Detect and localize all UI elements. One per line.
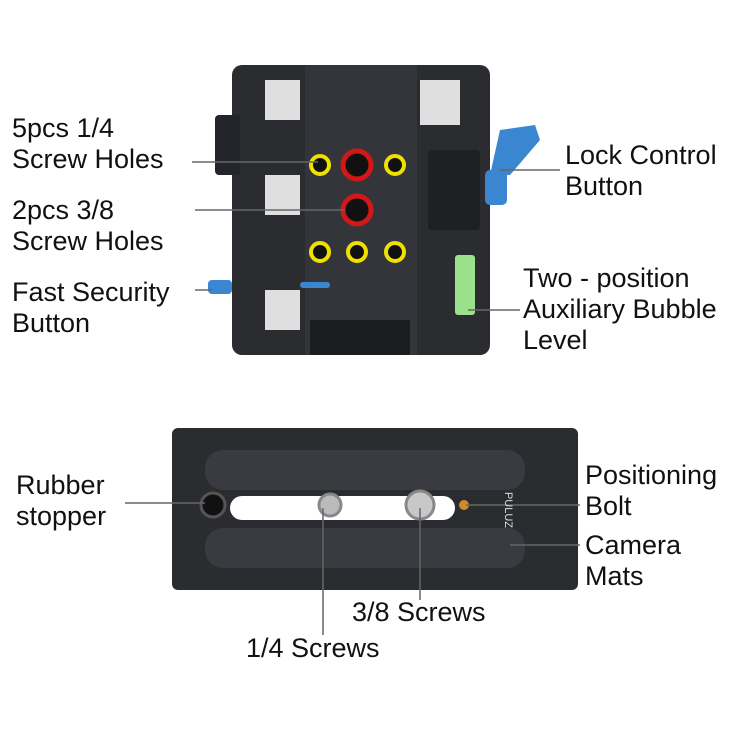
lock-control-knob (490, 125, 540, 175)
label-38-screws: 3/8 Screws (352, 597, 486, 627)
leader-lines (125, 161, 580, 635)
label-14-screws: 1/4 Screws (246, 633, 380, 663)
positioning-bolt (459, 500, 469, 510)
quick-release-clamp (208, 65, 540, 355)
bubble-level (455, 255, 475, 315)
quick-release-plate (172, 428, 578, 590)
fast-security-button (208, 280, 232, 294)
screw-holes (309, 148, 406, 263)
brand-logo: PULUZ (502, 492, 514, 528)
